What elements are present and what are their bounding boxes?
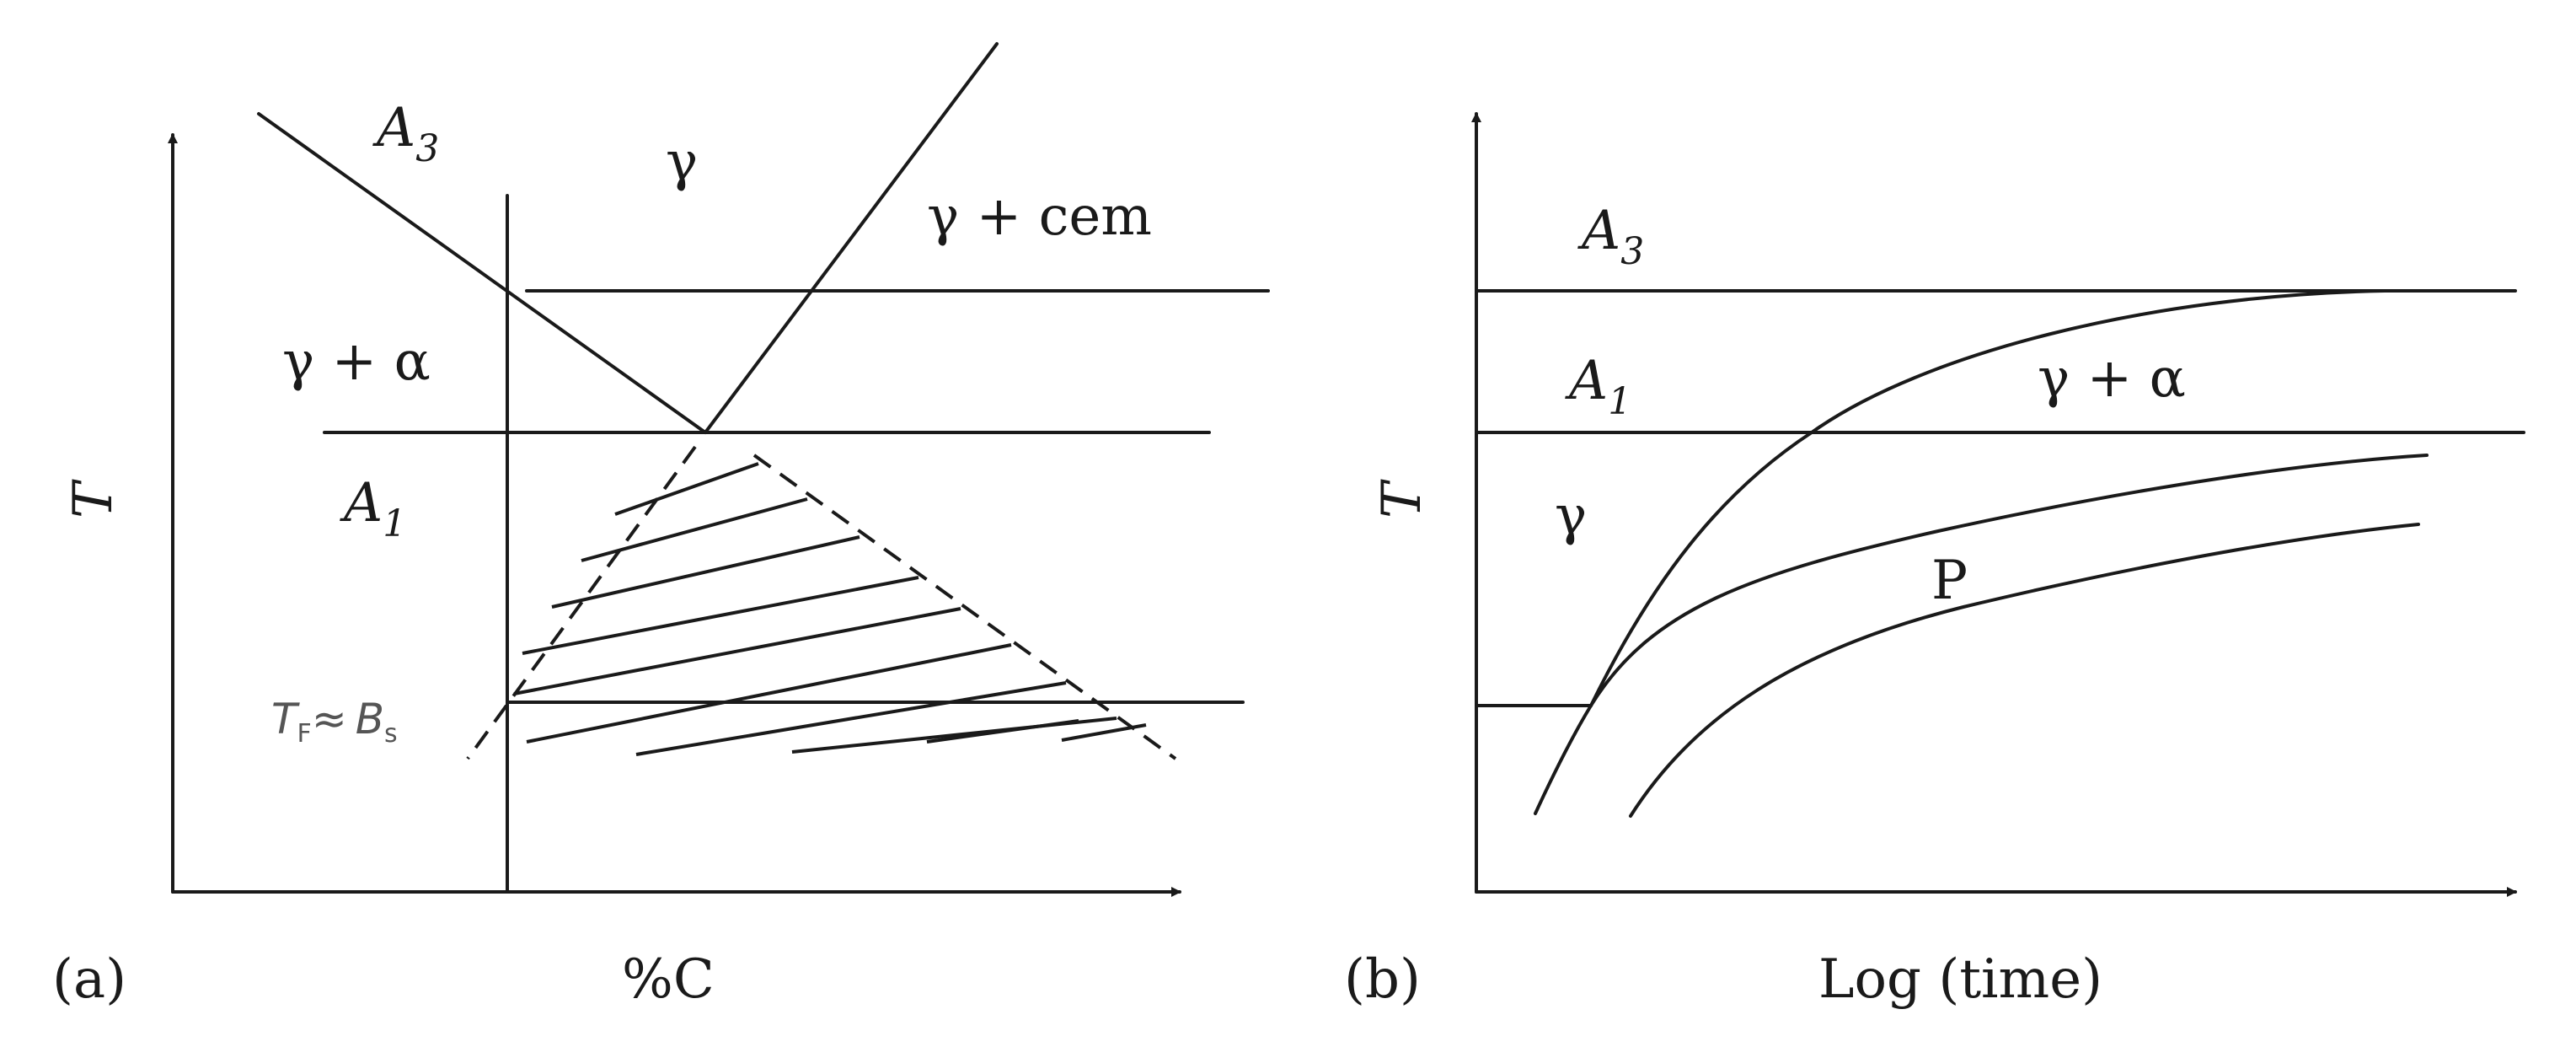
panel-a-y-axis-label: T — [62, 479, 125, 518]
panel-b-y-axis-label: T — [1371, 479, 1433, 518]
panel-b-x-axis-label: Log (time) — [1818, 948, 2102, 1011]
panel-a-left-dashed-boundary — [466, 445, 697, 760]
panel-b: A3 A1 γ + α γ P T Log (time) (b) — [1344, 112, 2525, 1011]
panel-a-gamma-alpha-label: γ + α — [282, 330, 431, 393]
panel-b-ferrite-lower-branch — [1534, 704, 1593, 815]
panel-b-gamma-label: γ — [1555, 485, 1587, 547]
panel-b-pearlite-label: P — [1931, 550, 1968, 612]
panel-a-acm-line — [704, 42, 999, 434]
panel-a-right-dashed-boundary — [752, 454, 1177, 760]
panel-a-a3-line — [257, 112, 707, 434]
panel-b-pearlite-finish-curve — [1629, 523, 2420, 818]
panel-b-ferrite-start-curve — [1589, 289, 2386, 707]
panel-a-x-axis-label: %C — [622, 948, 715, 1011]
panel-b-pearlite-start-curve — [1589, 454, 2429, 707]
panel-b-a1-label: A1 — [1565, 350, 1631, 423]
panel-a-tag: (a) — [52, 948, 126, 1011]
panel-a-gamma-cem-label: γ + cem — [927, 185, 1152, 248]
panel-a-hatch-pattern — [513, 462, 1147, 756]
panel-b-tag: (b) — [1344, 948, 1421, 1011]
panel-a-tf-bs-label: TF≈Bs — [271, 695, 398, 749]
panel-a-gamma-label: γ — [666, 131, 698, 193]
panel-b-gamma-alpha-label: γ + α — [2038, 347, 2186, 410]
panel-a: A3 γ γ + cem γ + α A1 TF≈Bs T %C (a) — [52, 42, 1270, 1011]
panel-b-a3-label: A3 — [1577, 200, 1644, 273]
panel-a-a1-label: A1 — [340, 472, 406, 545]
panel-a-a3-label: A3 — [372, 97, 439, 170]
